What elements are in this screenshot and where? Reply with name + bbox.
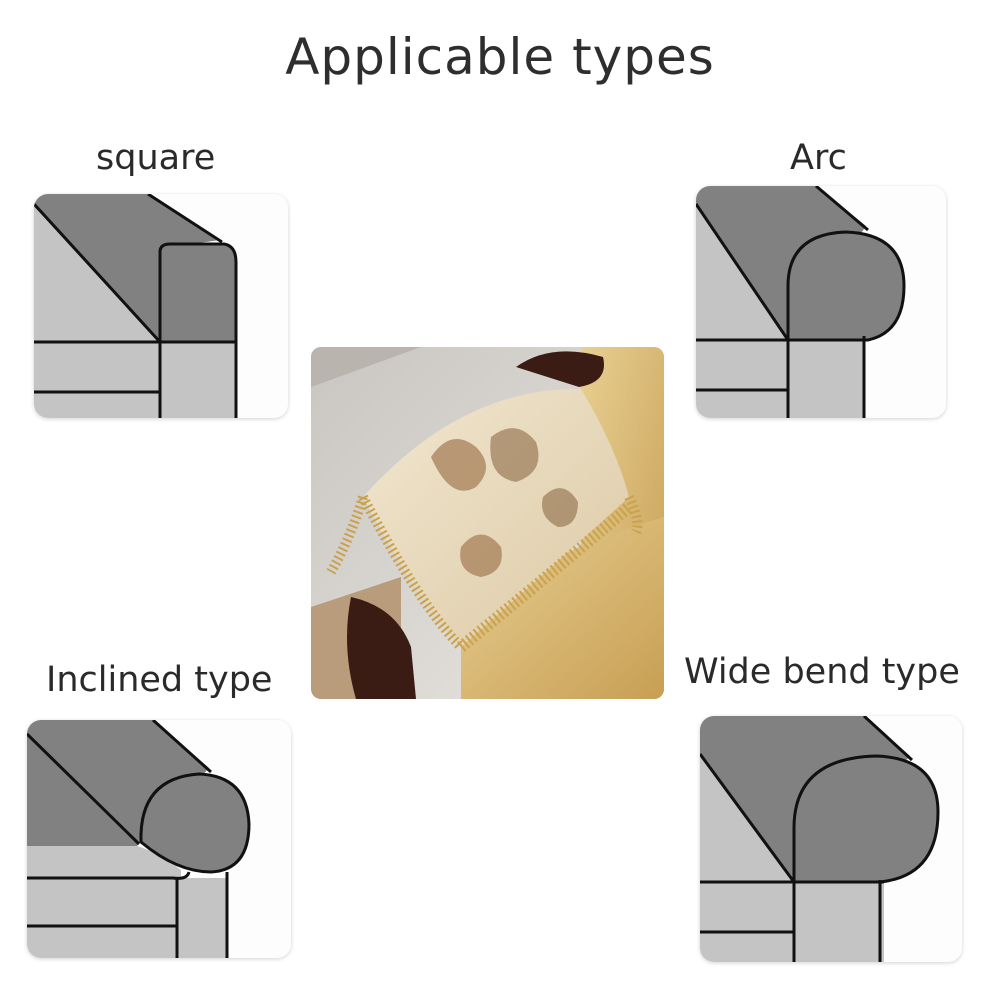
page-title: Applicable types bbox=[285, 28, 715, 86]
inclined-armrest-icon bbox=[27, 720, 291, 958]
arc-type-label: Arc bbox=[790, 138, 847, 178]
armrest-cover-photo bbox=[311, 347, 664, 699]
wide-bend-type-label: Wide bend type bbox=[684, 652, 960, 692]
inclined-type-panel bbox=[27, 720, 291, 958]
square-type-label: square bbox=[96, 138, 216, 178]
wide-bend-armrest-icon bbox=[700, 716, 962, 962]
arc-type-panel bbox=[696, 186, 946, 418]
arc-armrest-icon bbox=[696, 186, 946, 418]
wide-bend-type-panel bbox=[700, 716, 962, 962]
square-type-panel bbox=[34, 194, 288, 418]
square-armrest-icon bbox=[34, 194, 288, 418]
armrest-cover-image bbox=[311, 347, 664, 699]
inclined-type-label: Inclined type bbox=[46, 660, 273, 700]
